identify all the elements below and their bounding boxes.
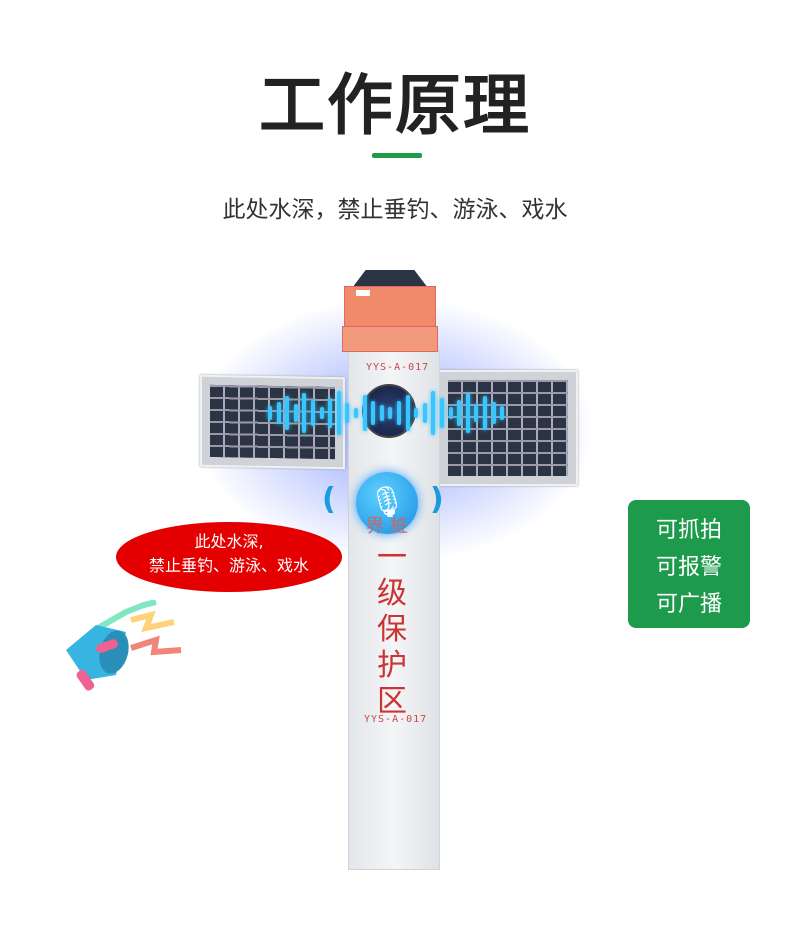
feature-broadcast: 可广播 [655, 592, 722, 617]
wave-bar [371, 401, 376, 425]
wave-bar [345, 403, 350, 423]
wave-bar [268, 406, 272, 420]
wave-bar [474, 404, 479, 422]
sound-wave-icon [268, 388, 508, 438]
megaphone-icon [66, 600, 182, 691]
wave-bar [483, 396, 487, 430]
wave-bar [440, 398, 444, 428]
title-divider [372, 153, 422, 158]
feature-alarm: 可报警 [655, 555, 722, 580]
wave-bar [448, 407, 453, 419]
wave-bar [311, 400, 315, 426]
feature-capture: 可抓拍 [655, 518, 722, 543]
marker-label: 界桩 [366, 516, 414, 537]
wave-bar [414, 408, 419, 418]
wave-bar [362, 395, 367, 431]
signal-right-icon: ) [430, 482, 444, 517]
wave-bar [379, 405, 384, 421]
bubble-line-2: 禁止垂钓、游泳、戏水 [148, 556, 309, 575]
wave-bar [336, 391, 341, 435]
wave-bar [397, 401, 401, 425]
wave-bar [285, 396, 290, 430]
cap-solar-top [352, 270, 428, 288]
wave-bar [276, 402, 281, 424]
cap-sticker [356, 290, 370, 296]
warning-light-base [342, 326, 438, 352]
pole-code-bottom: YYS-A-017 [364, 714, 428, 725]
wave-bar [319, 407, 324, 419]
speech-bubble: 此处水深, 禁止垂钓、游泳、戏水 [116, 522, 342, 592]
zone-char: 护 [377, 648, 407, 683]
pole-code-top: YYS-A-017 [366, 362, 430, 373]
wave-bar [302, 393, 307, 433]
zone-char: 区 [377, 684, 407, 719]
subtitle: 此处水深，禁止垂钓、游泳、戏水 [222, 197, 568, 223]
wave-bar [293, 404, 298, 422]
wave-bar [465, 393, 470, 433]
signal-left-icon: ( [322, 482, 336, 517]
wave-bar [328, 398, 333, 428]
wave-bar [457, 400, 462, 426]
bubble-line-1: 此处水深, [194, 532, 264, 551]
wave-bar [354, 408, 358, 418]
wave-bar [491, 402, 496, 424]
microphone-icon: 🎙 [356, 472, 418, 534]
wave-bar [422, 403, 427, 423]
wave-bar [500, 406, 505, 420]
features-box: 可抓拍 可报警 可广播 [628, 500, 750, 628]
zone-text: 一 级 保 护 区 [372, 540, 412, 720]
page-title: 工作原理 [259, 67, 531, 144]
wave-bar [388, 407, 393, 419]
zone-char: 级 [377, 576, 407, 611]
zone-char: 保 [377, 612, 407, 647]
zone-char: 一 [377, 540, 407, 575]
wave-bar [431, 391, 436, 435]
wave-bar [405, 395, 410, 431]
